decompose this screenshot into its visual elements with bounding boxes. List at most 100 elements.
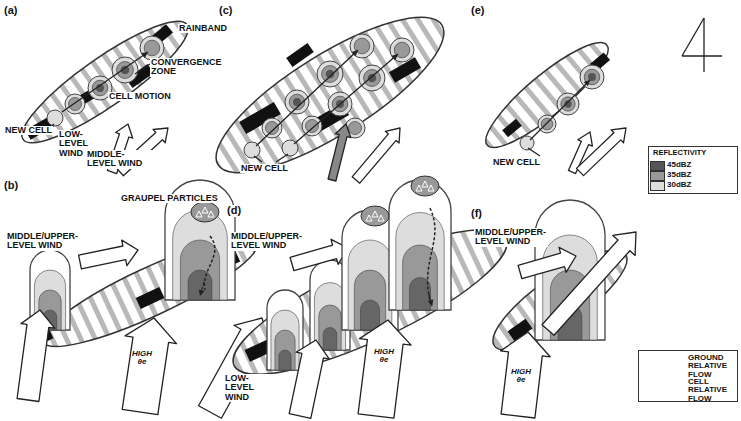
graupel-particle	[372, 211, 378, 217]
graupel-particle	[196, 211, 202, 217]
graupel-cloud	[361, 206, 389, 226]
leader-line	[135, 64, 150, 74]
flow-arrow	[577, 128, 627, 176]
echo-tower	[319, 305, 341, 350]
echo-tower	[354, 270, 385, 330]
legend-text: 45dBZ	[667, 161, 691, 169]
annotation: CELL MOTION	[108, 92, 172, 101]
graupel-particle	[202, 207, 208, 213]
legend-swatch	[650, 171, 665, 181]
echo-tower	[403, 245, 438, 310]
echo-tower	[348, 240, 392, 330]
annotation: NEW CELL	[240, 164, 289, 173]
cell-core	[588, 73, 596, 81]
leader-line	[682, 55, 722, 56]
arrow-head	[391, 54, 398, 60]
cell-core	[368, 74, 377, 83]
rainband-bar	[286, 43, 314, 67]
cell	[112, 57, 138, 83]
arrow-head	[584, 80, 590, 86]
rainband-bar	[502, 119, 522, 137]
annotation: HIGH θe	[126, 350, 158, 367]
cell	[317, 61, 343, 87]
cell-core	[349, 122, 362, 135]
legend-text: CELL RELATIVE FLOW	[688, 378, 734, 403]
leader-line	[254, 156, 262, 162]
annotation: HIGH θe	[505, 368, 537, 385]
arrow-head	[352, 50, 358, 56]
echo-tower	[267, 290, 303, 370]
graupel-particle	[428, 185, 434, 191]
flow-arrow	[122, 318, 176, 415]
leader-line	[530, 80, 590, 140]
echo-tower	[323, 328, 337, 350]
annotation: GRAUPEL PARTICLES	[120, 194, 219, 203]
annotation: NEW CELL	[492, 158, 541, 167]
echo-tower	[389, 180, 451, 310]
legend-text: 30dBZ	[667, 181, 691, 189]
panel-letter: (a)	[3, 5, 18, 17]
cell-core	[92, 80, 108, 96]
cell	[65, 94, 85, 114]
leader-line	[62, 52, 148, 112]
leader-line	[682, 18, 704, 56]
cell-core	[306, 120, 319, 133]
cell	[285, 90, 309, 114]
legend-text: 35dBZ	[667, 171, 691, 179]
leader-line	[703, 18, 704, 72]
arrow-head	[199, 289, 205, 296]
flow-arrow	[352, 128, 400, 183]
flow-arrow	[289, 340, 329, 418]
cell	[140, 36, 164, 60]
cell	[538, 115, 556, 133]
cell	[262, 118, 282, 138]
echo-tower	[180, 240, 219, 300]
flow-arrow	[501, 332, 551, 418]
cell-core	[322, 66, 339, 83]
rainband-region	[197, 0, 463, 199]
cell	[47, 110, 63, 126]
echo-tower	[271, 310, 299, 370]
panel-letter: (d)	[226, 205, 242, 217]
flow-arrow	[358, 320, 411, 418]
leader-line	[528, 148, 540, 156]
cell-relative-flow	[428, 208, 435, 300]
cell	[302, 116, 322, 136]
graupel-particle	[378, 215, 384, 221]
flow-arrow	[542, 232, 636, 335]
annotation: LOW-LEVEL WIND	[224, 374, 276, 402]
annotation: RAINBAND	[178, 24, 228, 33]
flow-arrow	[79, 240, 138, 269]
annotation: MIDDLE/UPPER-LEVEL WIND	[474, 228, 548, 247]
echo-tower	[314, 283, 345, 351]
annotation: REFLECTIVITY	[652, 149, 707, 157]
panel-letter: (f)	[470, 208, 483, 220]
arrow-head	[428, 299, 434, 306]
echo-tower	[188, 270, 212, 300]
graupel-particle	[422, 181, 428, 187]
cell-relative-flow	[204, 236, 215, 290]
cell	[557, 93, 579, 115]
echo-tower	[360, 300, 379, 330]
graupel-particle	[366, 215, 372, 221]
cell-core	[561, 97, 575, 111]
rainband-region	[474, 30, 619, 161]
cell-core	[541, 118, 553, 130]
echo-tower	[396, 213, 444, 310]
annotation: HIGH θe	[368, 348, 400, 365]
panel-letter: (c)	[218, 5, 233, 17]
graupel-cloud	[411, 176, 439, 196]
echo-tower	[275, 330, 295, 370]
graupel-particle	[416, 185, 422, 191]
annotation: CONVERGENCE ZONE	[150, 58, 220, 77]
leader-line	[276, 154, 288, 162]
graupel-cloud	[191, 202, 219, 222]
echo-tower	[173, 210, 228, 300]
panel-letter: (b)	[3, 180, 19, 192]
flow-arrow	[518, 247, 576, 278]
annotation: MIDDLE/UPPER-LEVEL WIND	[6, 232, 80, 251]
annotation: MIDDLE/UPPER-LEVEL WIND	[230, 232, 304, 251]
cell	[580, 65, 604, 89]
arrow-head	[141, 52, 148, 58]
